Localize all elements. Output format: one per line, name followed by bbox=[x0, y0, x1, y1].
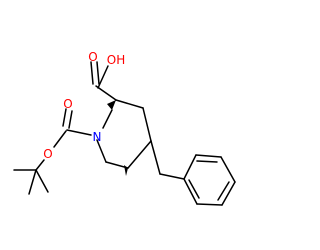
ring-bond-c3-c4 bbox=[142, 107, 152, 142]
ring-bond-n-c2 bbox=[102, 109, 113, 129]
acid-c-o-double-bond-b bbox=[96, 61, 100, 85]
phenyl-bond-2 bbox=[195, 154, 222, 158]
acid-c-oh-bond bbox=[97, 65, 109, 89]
boc-ester-oxygen-label: O bbox=[43, 147, 52, 161]
phenyl-bond-6-inner bbox=[188, 179, 200, 199]
boc-carbonyl-oxygen-label: O bbox=[63, 97, 72, 111]
phenyl-bond-4 bbox=[221, 181, 236, 206]
acid-carbonyl-oxygen-label: O bbox=[88, 50, 97, 64]
structure-canvas: O OH N O O bbox=[13, 50, 236, 206]
phenyl-bond-2-inner bbox=[196, 160, 218, 163]
ring-nitrogen-label: N bbox=[93, 130, 102, 144]
ring-bond-c5-c6 bbox=[105, 161, 129, 169]
boc-c-o-double-bond-a bbox=[62, 108, 67, 127]
acid-c-ring-bond bbox=[95, 85, 117, 101]
acid-c-o-double-bond-a bbox=[90, 61, 94, 85]
tbu-methyl-bond-down-left bbox=[28, 169, 37, 195]
phenyl-bond-6 bbox=[183, 178, 198, 205]
carboxylic-acid-bonds bbox=[90, 61, 117, 101]
boc-n-c-bond bbox=[66, 129, 92, 136]
ring-c-ch2-bond bbox=[150, 140, 161, 175]
molecule-drawing: O OH N O O bbox=[13, 50, 236, 206]
ch2-phenyl-bond bbox=[159, 173, 185, 180]
boc-c-o-ester-bond bbox=[53, 130, 67, 148]
ring-bond-c6-n bbox=[96, 139, 107, 163]
phenyl-bond-1 bbox=[183, 154, 197, 180]
phenyl-bond-4-inner bbox=[217, 181, 230, 201]
phenyl-bond-3 bbox=[220, 156, 236, 183]
ring-bond-c2-c3 bbox=[115, 99, 144, 109]
boc-group bbox=[13, 108, 92, 195]
ring-bond-c4-c5 bbox=[127, 140, 152, 169]
acid-hydroxyl-label: OH bbox=[107, 53, 125, 67]
piperidine-ring bbox=[96, 99, 152, 169]
stereo-wedge-c2 bbox=[107, 100, 116, 110]
stereo-wedge-c5 bbox=[124, 165, 128, 176]
benzyl-group bbox=[124, 140, 236, 206]
phenyl-bond-5 bbox=[196, 203, 223, 206]
tbu-methyl-bond-down bbox=[35, 169, 49, 193]
boc-o-cq-bond bbox=[35, 159, 45, 171]
boc-c-o-double-bond-b bbox=[68, 110, 73, 129]
